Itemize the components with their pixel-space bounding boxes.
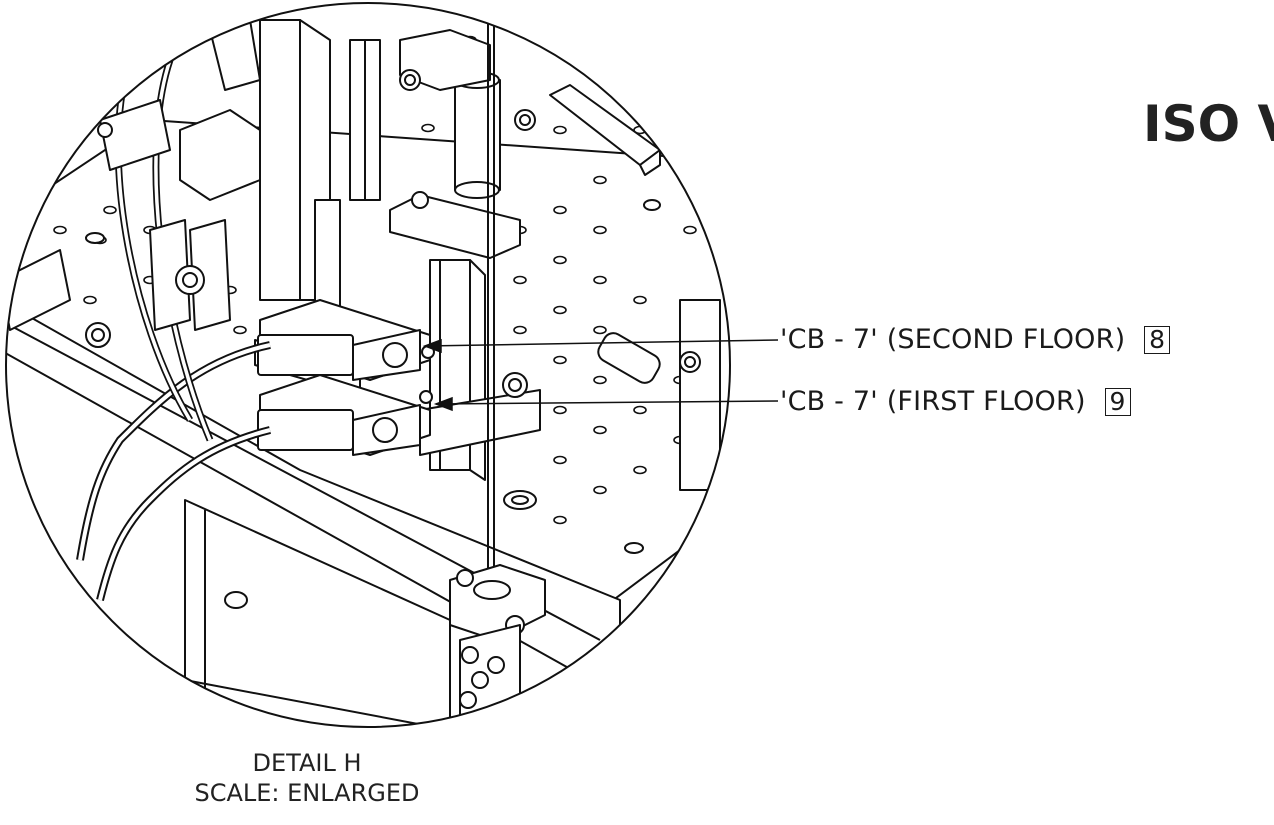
item-number-badge: 9	[1104, 388, 1131, 416]
detail-caption: DETAIL H SCALE: ENLARGED	[172, 748, 442, 808]
callout-label: 'CB - 7' (SECOND FLOOR)	[780, 324, 1126, 355]
callout-cb7-second-floor: 'CB - 7' (SECOND FLOOR) 8	[780, 324, 1171, 355]
detail-name: DETAIL H	[252, 749, 362, 777]
view-title: ISO V	[1143, 95, 1274, 153]
detail-scale: SCALE: ENLARGED	[194, 779, 420, 807]
callout-label: 'CB - 7' (FIRST FLOOR)	[780, 386, 1086, 417]
callout-cb7-first-floor: 'CB - 7' (FIRST FLOOR) 9	[780, 386, 1131, 417]
item-number-badge: 8	[1144, 326, 1171, 354]
